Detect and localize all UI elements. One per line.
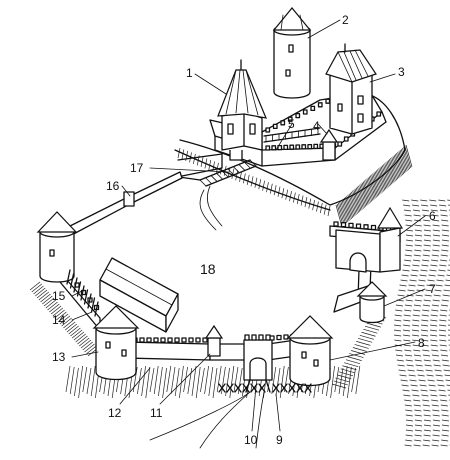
- label-2: 2: [342, 13, 349, 27]
- label-6: 6: [429, 209, 436, 223]
- leader-lines: [71, 19, 426, 432]
- label-12: 12: [108, 406, 122, 420]
- courtyard-path: [199, 189, 217, 231]
- label-10: 10: [244, 433, 258, 447]
- tower-7: [356, 281, 388, 324]
- label-11: 11: [150, 406, 163, 420]
- label-18: 18: [200, 261, 216, 277]
- main-gate-10: [243, 334, 273, 393]
- label-7: 7: [429, 282, 436, 296]
- label-13: 13: [52, 350, 66, 364]
- palisade-15: [66, 269, 99, 317]
- tower-8: [286, 315, 334, 387]
- tower-13: [92, 305, 140, 381]
- approach-path: [199, 391, 251, 449]
- wooden-gate-tower: [217, 59, 267, 161]
- lower-bailey: [59, 171, 401, 361]
- gate-tower-6: [335, 206, 404, 273]
- label-17: 17: [130, 161, 144, 175]
- callout-labels: 1 2 3 4 5 6 7 8 9 10 11 12 13 14 15 16 1…: [52, 13, 436, 447]
- label-4: 4: [313, 119, 320, 133]
- spike-barrier-9: [218, 383, 312, 393]
- left-round-tower: [36, 211, 78, 283]
- square-tower: [325, 43, 377, 135]
- label-5: 5: [288, 117, 295, 131]
- courtyard-barracks: [99, 257, 179, 333]
- round-keep: [272, 7, 312, 99]
- label-14: 14: [52, 313, 66, 327]
- label-16: 16: [106, 179, 120, 193]
- label-8: 8: [418, 336, 425, 350]
- label-15: 15: [52, 289, 66, 303]
- label-3: 3: [398, 65, 405, 79]
- small-turret-4: [319, 128, 339, 161]
- gallery-5: [263, 127, 321, 143]
- turret-11: [204, 324, 224, 357]
- label-9: 9: [276, 433, 283, 447]
- label-1: 1: [186, 66, 193, 80]
